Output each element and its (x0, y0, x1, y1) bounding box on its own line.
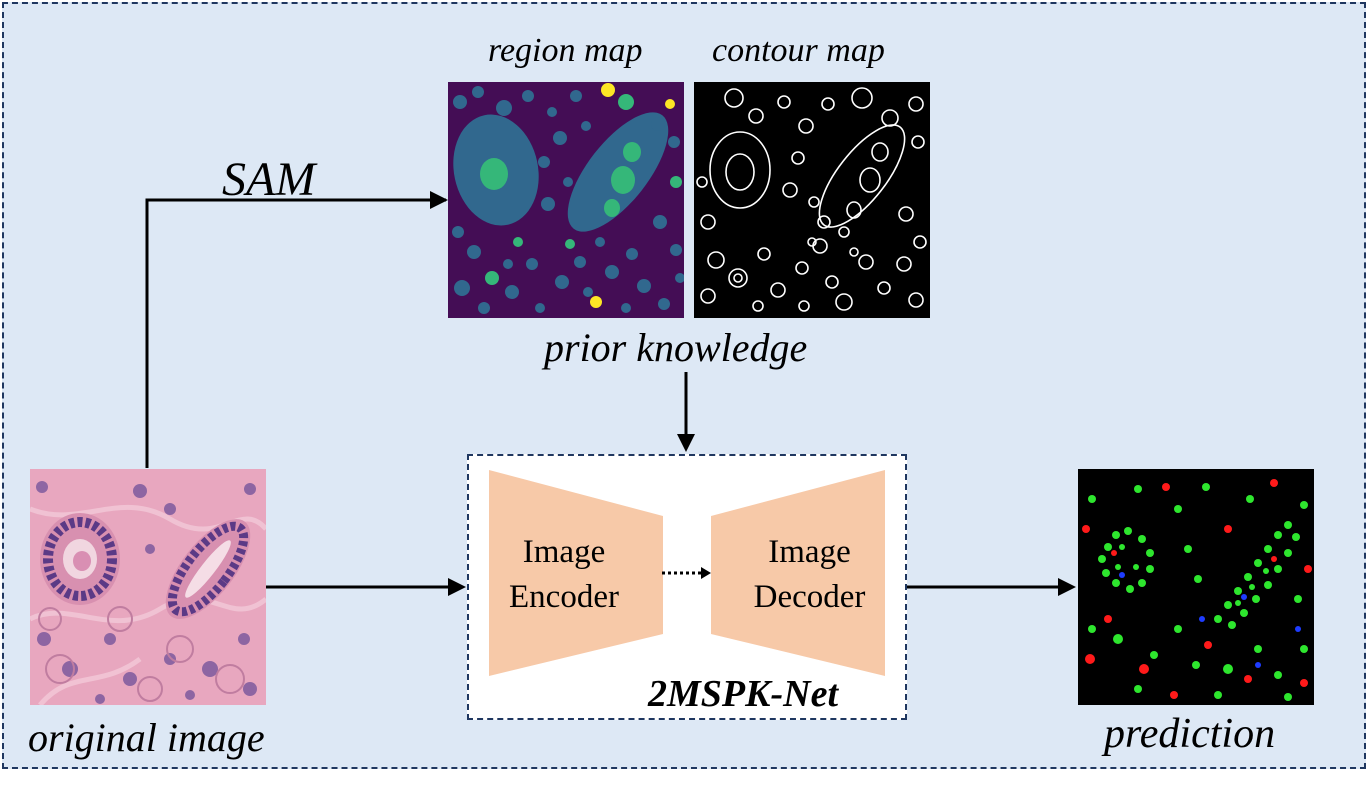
image-encoder-block (489, 470, 663, 676)
net-to-prediction-arrowhead (1058, 578, 1076, 596)
encoder-label-line2: Encoder (509, 579, 619, 615)
region-map-image (448, 82, 684, 318)
prior-knowledge-label: prior knowledge (544, 325, 808, 370)
decoder-label-line2: Decoder (753, 579, 866, 615)
image-to-net-arrowhead (448, 578, 466, 596)
sam-arrowhead (430, 191, 448, 209)
contour-map-label: contour map (712, 32, 885, 69)
decoder-label-line1: Image (768, 534, 851, 570)
image-decoder-block (711, 470, 885, 676)
original-tissue-image (30, 469, 266, 705)
network-name-label: 2MSPK-Net (648, 673, 838, 715)
encoder-label-line1: Image (522, 534, 606, 570)
contour-map-image (694, 82, 930, 318)
sam-label: SAM (222, 153, 316, 206)
prediction-label: prediction (1104, 711, 1276, 757)
region-map-label: region map (488, 32, 643, 69)
sam-arrow (145, 198, 446, 468)
original-image-label: original image (28, 715, 265, 760)
encoder-to-decoder-arrowhead (701, 567, 711, 579)
prior-to-net-arrowhead (677, 434, 695, 452)
prediction-image (1078, 469, 1314, 705)
